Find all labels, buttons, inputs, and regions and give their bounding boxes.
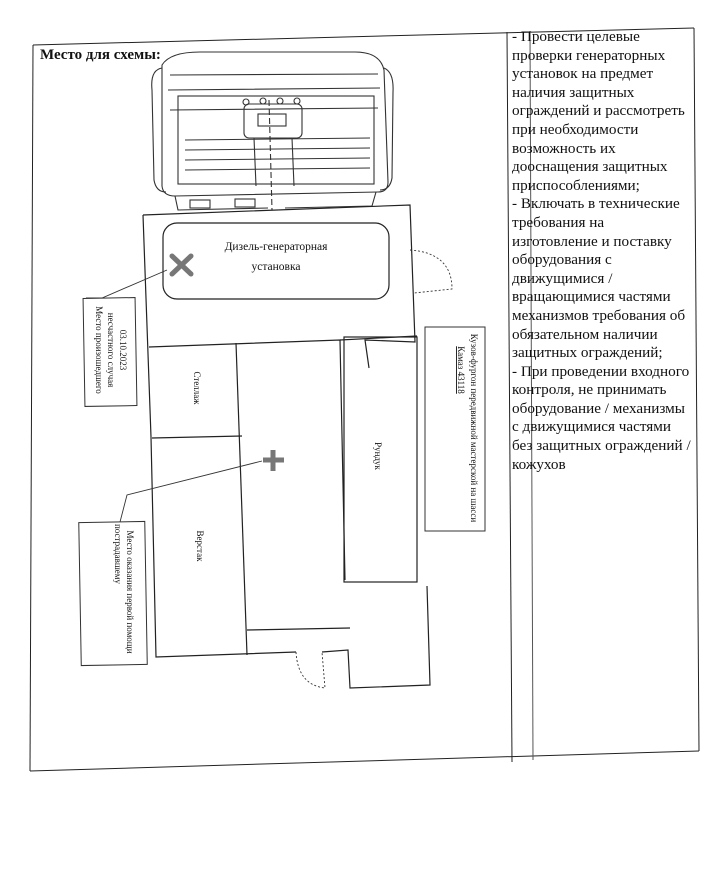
incident-note-date: 03.10.2023 xyxy=(118,330,128,371)
table-frame xyxy=(29,27,700,772)
room-rundukh-label: Рундук xyxy=(373,442,383,470)
schema-label: Место для схемы: xyxy=(40,47,161,63)
rundukh-box xyxy=(343,336,418,583)
recommendation-2: - Включать в технические требования на и… xyxy=(512,195,686,362)
first-aid-note-line1: Место оказания первой помощи xyxy=(125,530,135,653)
generator-label-line2: установка xyxy=(252,261,301,273)
room-verstak-label: Верстак xyxy=(195,531,205,563)
room-rundukh: Рундук xyxy=(373,442,383,470)
body-note-line1: Кузов-фургон передвижной мастерской на ш… xyxy=(469,334,479,523)
incident-note-line1: Место произошедшего xyxy=(94,306,104,394)
door-arcs xyxy=(295,249,453,689)
floor-plan xyxy=(142,204,431,689)
body-note-line2: Камаз 43118 xyxy=(456,346,466,394)
recommendations-column: - Провести целевые проверки генераторных… xyxy=(512,28,692,474)
generator-label: Дизель-генераторная xyxy=(225,241,329,253)
truck-cab-drawing xyxy=(151,51,394,211)
first-aid-note: Место оказания первой помощи пострадавше… xyxy=(113,524,135,654)
incident-x-icon xyxy=(169,253,194,277)
incident-note-line2: несчастного случая xyxy=(106,313,116,387)
generator-box xyxy=(162,222,390,300)
room-verstak: Верстак xyxy=(195,531,205,563)
recommendation-1: - Провести целевые проверки генераторных… xyxy=(512,28,685,194)
body-note: Кузов-фургон передвижной мастерской на ш… xyxy=(456,334,479,523)
room-stellazh: Стеллаж xyxy=(192,371,202,405)
recommendation-3: - При проведении входного контроля, не п… xyxy=(512,362,691,473)
room-stellazh-label: Стеллаж xyxy=(192,371,202,405)
first-aid-cross-icon xyxy=(263,450,284,471)
first-aid-note-line2: пострадавшему xyxy=(113,524,123,585)
callout-boxes xyxy=(78,297,486,667)
incident-note: Место произошедшего несчастного случая 0… xyxy=(94,306,128,394)
